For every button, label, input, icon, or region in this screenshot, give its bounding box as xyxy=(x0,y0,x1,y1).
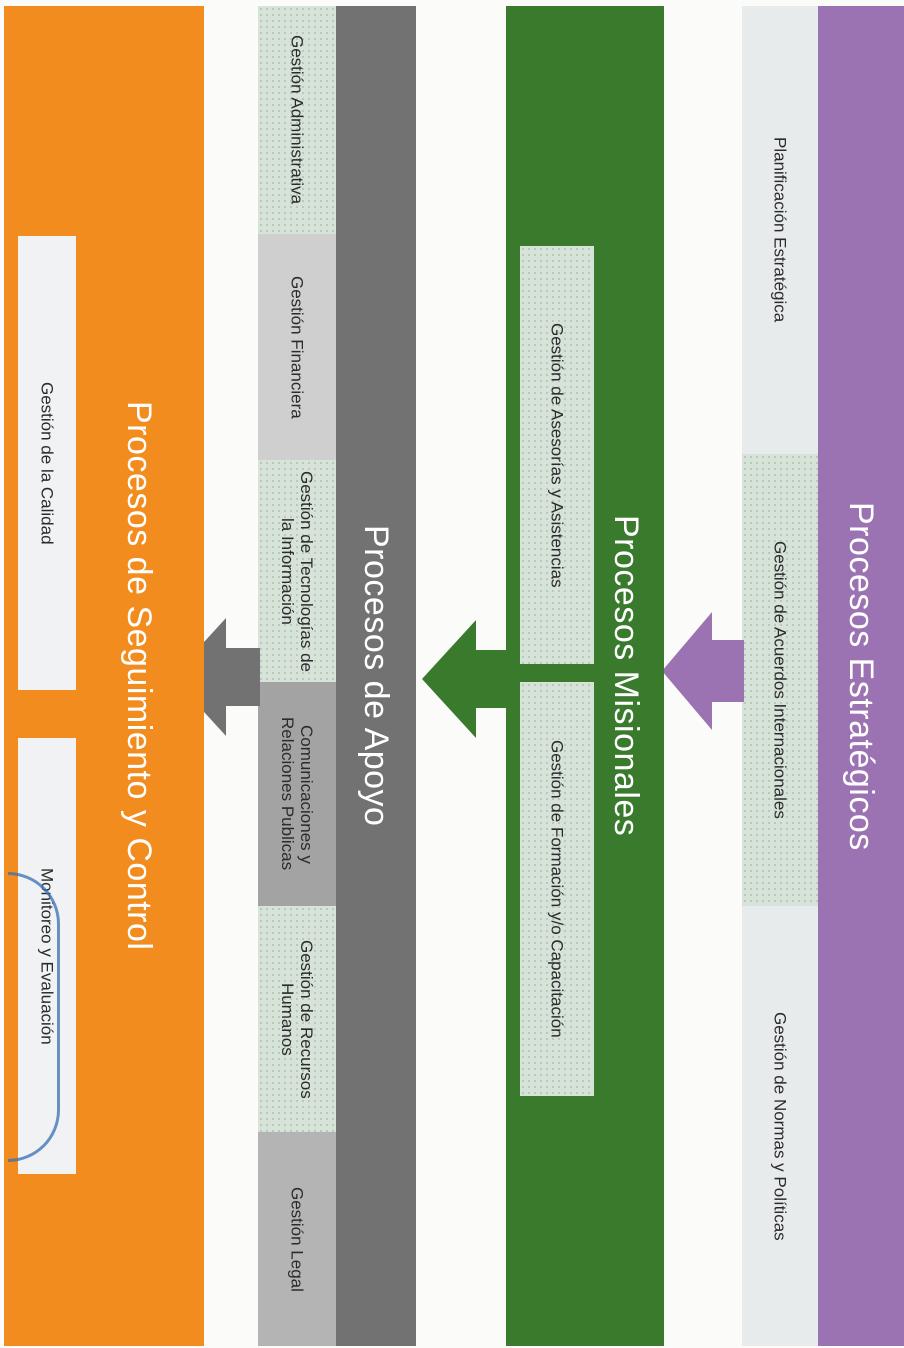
it-cell[interactable]: Gestión de Tecnologías de la Información xyxy=(258,460,336,682)
training-label: Gestión de Formación y/o Capacitación xyxy=(547,740,567,1038)
support-title: Procesos de Apoyo xyxy=(357,525,396,827)
strategic-processes-band: Procesos Estratégicos Planificación Estr… xyxy=(742,6,904,1346)
international-agreements-label: Gestión de Acuerdos Internacionales xyxy=(770,541,790,819)
international-agreements-cell[interactable]: Gestión de Acuerdos Internacionales xyxy=(742,454,818,906)
communications-label: Comunicaciones y Relaciones Publicas xyxy=(278,717,317,871)
legal-cell[interactable]: Gestión Legal xyxy=(258,1132,336,1346)
arrow-left-icon xyxy=(662,612,744,730)
planning-cell[interactable]: Planificación Estratégica xyxy=(742,6,818,454)
arrow-left-icon xyxy=(422,620,508,738)
advisory-cell[interactable]: Gestión de Asesorías y Asistencias xyxy=(520,246,594,664)
human-resources-cell[interactable]: Gestión de Recursos Humanos xyxy=(258,906,336,1132)
administrative-cell[interactable]: Gestión Administrativa xyxy=(258,6,336,234)
planning-label: Planificación Estratégica xyxy=(770,137,790,323)
training-cell[interactable]: Gestión de Formación y/o Capacitación xyxy=(520,682,594,1096)
arrow-left-icon xyxy=(172,618,260,736)
missional-title: Procesos Misionales xyxy=(607,515,646,837)
legal-label: Gestión Legal xyxy=(287,1186,307,1292)
norms-policies-cell[interactable]: Gestión de Normas y Políticas xyxy=(742,906,818,1346)
strategic-title-strip: Procesos Estratégicos xyxy=(818,6,904,1346)
norms-policies-label: Gestión de Normas y Políticas xyxy=(770,1011,790,1241)
advisory-label: Gestión de Asesorías y Asistencias xyxy=(547,322,567,588)
quality-cell[interactable]: Gestión de la Calidad xyxy=(18,236,76,690)
missional-processes-band: Procesos Misionales Gestión de Asesorías… xyxy=(506,6,664,1346)
it-label: Gestión de Tecnologías de la Información xyxy=(278,470,317,672)
financial-cell[interactable]: Gestión Financiera xyxy=(258,234,336,460)
stamp-seal xyxy=(8,872,60,1162)
human-resources-label: Gestión de Recursos Humanos xyxy=(278,939,317,1099)
financial-label: Gestión Financiera xyxy=(287,275,307,419)
quality-label: Gestión de la Calidad xyxy=(37,381,57,545)
communications-cell[interactable]: Comunicaciones y Relaciones Publicas xyxy=(258,682,336,906)
monitoring-title: Procesos de Seguimiento y Control xyxy=(120,401,159,951)
support-processes-band: Procesos de Apoyo Gestión Administrativa… xyxy=(258,6,416,1346)
administrative-label: Gestión Administrativa xyxy=(287,35,307,205)
strategic-title: Procesos Estratégicos xyxy=(842,501,881,851)
